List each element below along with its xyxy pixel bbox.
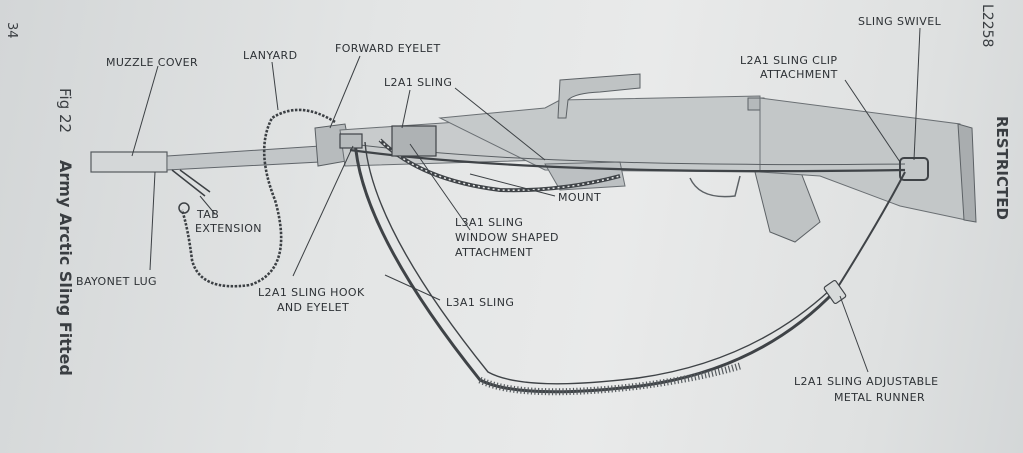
label-tab-line2: EXTENSION bbox=[195, 222, 262, 235]
label-lanyard: LANYARD bbox=[243, 49, 297, 62]
lanyard-cord bbox=[180, 108, 336, 288]
l2a1-sling-lower bbox=[835, 171, 906, 291]
label-sling-clip-line1: L2A1 SLING CLIP bbox=[740, 54, 837, 67]
muzzle-cover-shape bbox=[90, 151, 168, 173]
label-hook-line1: L2A1 SLING HOOK bbox=[258, 286, 365, 299]
label-window-line1: L3A1 SLING bbox=[455, 216, 523, 229]
label-sling-clip-line2: ATTACHMENT bbox=[760, 68, 838, 81]
page-number: 34 bbox=[4, 22, 19, 39]
trigger-guard-shape bbox=[689, 175, 741, 198]
classification-label: RESTRICTED bbox=[993, 116, 1011, 220]
butt-plate-shape bbox=[957, 123, 977, 223]
callout-labels: MUZZLE COVER LANYARD FORWARD EYELET L2A1… bbox=[76, 15, 942, 404]
l3a1-sling-loop bbox=[353, 139, 838, 394]
side-text: 34 Fig 22 Army Arctic Sling Fitted L2258… bbox=[4, 4, 1011, 376]
label-muzzle-cover: MUZZLE COVER bbox=[106, 56, 198, 69]
label-window-line3: ATTACHMENT bbox=[455, 246, 533, 259]
leader-lines bbox=[131, 27, 921, 373]
label-hook-line2: AND EYELET bbox=[277, 301, 349, 314]
figure-title: Army Arctic Sling Fitted bbox=[56, 160, 75, 376]
rifle-drawing bbox=[90, 73, 977, 243]
figure-number: Fig 22 bbox=[56, 88, 74, 133]
label-bayonet-lug: BAYONET LUG bbox=[76, 275, 157, 288]
label-runner-line2: METAL RUNNER bbox=[834, 391, 925, 404]
barrel-shape bbox=[166, 145, 321, 171]
label-forward-eyelet: FORWARD EYELET bbox=[335, 42, 441, 55]
carrying-handle-shape bbox=[557, 73, 641, 119]
label-sling-swivel: SLING SWIVEL bbox=[858, 15, 942, 28]
reference-number: L2258 bbox=[979, 4, 995, 47]
sling-drawing bbox=[171, 108, 929, 396]
label-l2a1-sling: L2A1 SLING bbox=[384, 76, 452, 89]
label-runner-line1: L2A1 SLING ADJUSTABLE bbox=[794, 375, 938, 388]
label-window-line2: WINDOW SHAPED bbox=[455, 231, 559, 244]
receiver-shape bbox=[438, 95, 761, 173]
label-mount: MOUNT bbox=[558, 191, 601, 204]
label-tab-line1: TAB bbox=[196, 208, 219, 221]
pistol-grip-shape bbox=[754, 169, 821, 243]
window-attachment-shape bbox=[391, 125, 437, 157]
label-l3a1-sling: L3A1 SLING bbox=[446, 296, 514, 309]
tab-extension-shape bbox=[171, 169, 211, 197]
sling-hook-shape bbox=[339, 133, 363, 149]
